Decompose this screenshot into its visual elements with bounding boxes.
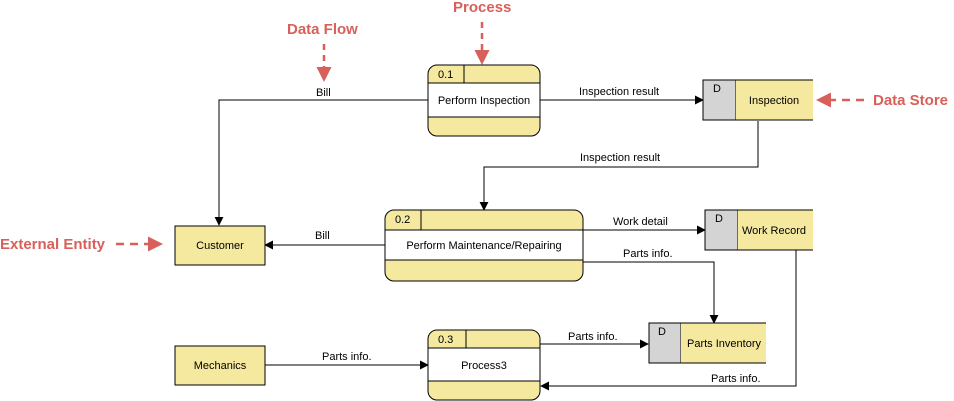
flow-inspection-result-1-label: Inspection result <box>579 86 659 98</box>
entity-label: Mechanics <box>194 360 247 372</box>
datastore-label: Inspection <box>749 95 799 107</box>
process-perform-maintenance[interactable]: 0.2 Perform Maintenance/Repairing <box>384 209 584 282</box>
entity-label: Customer <box>196 240 244 252</box>
flow-parts-info-maint-label: Parts info. <box>623 248 673 260</box>
process-label: Perform Inspection <box>438 95 530 107</box>
datastore-work-record[interactable]: D Work Record <box>704 209 813 251</box>
flow-inspection-result-2-label: Inspection result <box>580 152 660 164</box>
flow-parts-info-process3-label: Parts info. <box>568 331 618 343</box>
flow-bill-top[interactable] <box>214 99 428 226</box>
datastore-id: D <box>713 83 721 95</box>
flow-inspection-result-2[interactable] <box>479 121 759 211</box>
process-id: 0.3 <box>438 334 453 346</box>
datastore-parts-inventory[interactable]: D Parts Inventory <box>648 322 766 364</box>
process-perform-inspection[interactable]: 0.1 Perform Inspection <box>427 64 541 137</box>
flow-parts-info-maint[interactable] <box>583 261 719 324</box>
datastore-label: Work Record <box>742 225 806 237</box>
process-label: Perform Maintenance/Repairing <box>406 240 561 252</box>
entity-mechanics[interactable]: Mechanics <box>174 345 266 386</box>
flow-parts-info-workrecord-label: Parts info. <box>711 373 761 385</box>
datastore-id: D <box>658 326 666 338</box>
annotation-process: Process <box>453 0 511 16</box>
flow-work-detail-label: Work detail <box>613 216 668 228</box>
annotation-data-flow: Data Flow <box>287 21 358 38</box>
flow-bill-top-label: Bill <box>316 87 331 99</box>
entity-customer[interactable]: Customer <box>174 225 266 266</box>
process-process3[interactable]: 0.3 Process3 <box>427 329 541 401</box>
datastore-id: D <box>715 213 723 225</box>
process-label: Process3 <box>461 360 507 372</box>
flow-bill-customer-label: Bill <box>315 230 330 242</box>
datastore-inspection[interactable]: D Inspection <box>702 79 813 121</box>
datastore-label: Parts Inventory <box>687 338 761 350</box>
flow-parts-info-mechanics-label: Parts info. <box>322 351 372 363</box>
process-id: 0.1 <box>438 69 453 81</box>
flow-parts-info-workrecord[interactable] <box>540 250 797 391</box>
annotation-data-store: Data Store <box>873 92 948 109</box>
process-id: 0.2 <box>395 214 410 226</box>
annotation-external-entity: External Entity <box>0 236 106 253</box>
